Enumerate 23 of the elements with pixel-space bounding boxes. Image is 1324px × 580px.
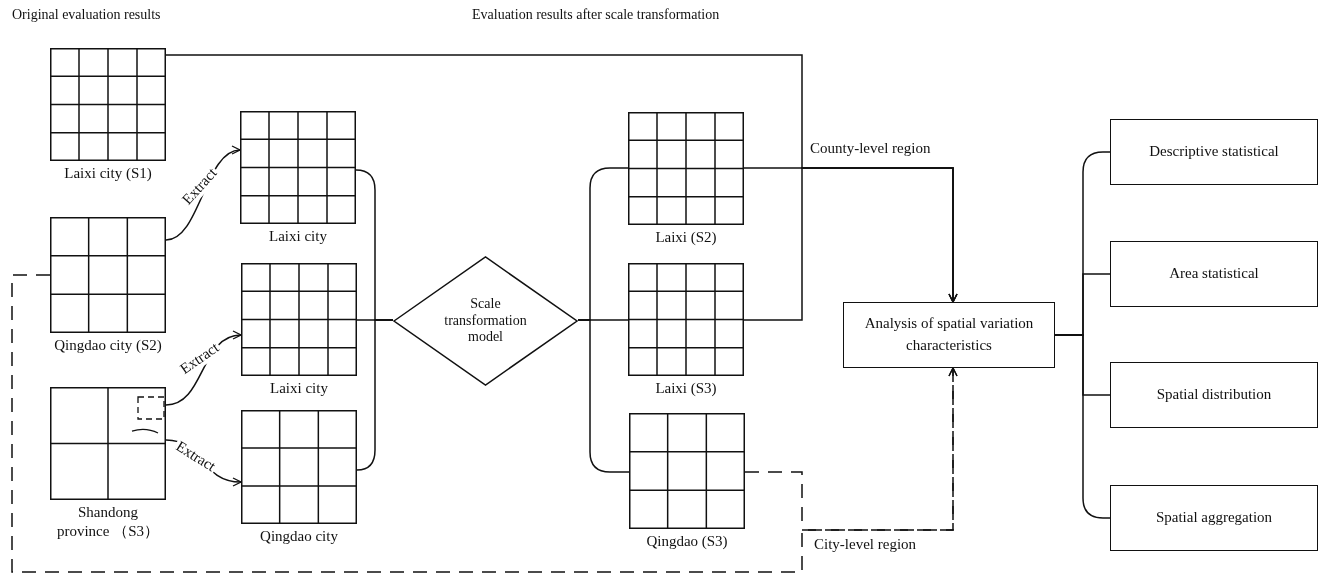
grid-label: Qingdao city (S2) <box>53 336 163 355</box>
connector-line <box>356 319 394 471</box>
process-box: Descriptive statistical <box>1110 119 1318 185</box>
process-box: Spatial distribution <box>1110 362 1318 428</box>
grid-label: Qingdao city <box>259 527 339 546</box>
column-heading: Evaluation results after scale transformation <box>472 7 720 23</box>
column-heading: Original evaluation results <box>12 7 161 23</box>
grid-label: Shandong province （S3） <box>55 503 161 541</box>
node-label: Scale transformation model <box>443 295 528 347</box>
process-box: Analysis of spatial variation characteristics <box>843 302 1055 368</box>
edge-label: City-level region <box>812 536 919 553</box>
grid-label: Laixi city <box>268 227 328 246</box>
grid-label: Laixi city (S1) <box>63 164 153 183</box>
process-box: Area statistical <box>1110 241 1318 307</box>
grid-label: Laixi (S2) <box>654 228 718 247</box>
connector-line <box>577 319 630 473</box>
grid-label: Laixi (S3) <box>654 379 718 398</box>
grid-label: Laixi city <box>269 379 329 398</box>
grid-label: Qingdao (S3) <box>645 532 729 551</box>
process-box: Spatial aggregation <box>1110 485 1318 551</box>
edge-label: County-level region <box>808 140 933 157</box>
arrow <box>11 274 958 573</box>
connector-line <box>1054 334 1111 519</box>
